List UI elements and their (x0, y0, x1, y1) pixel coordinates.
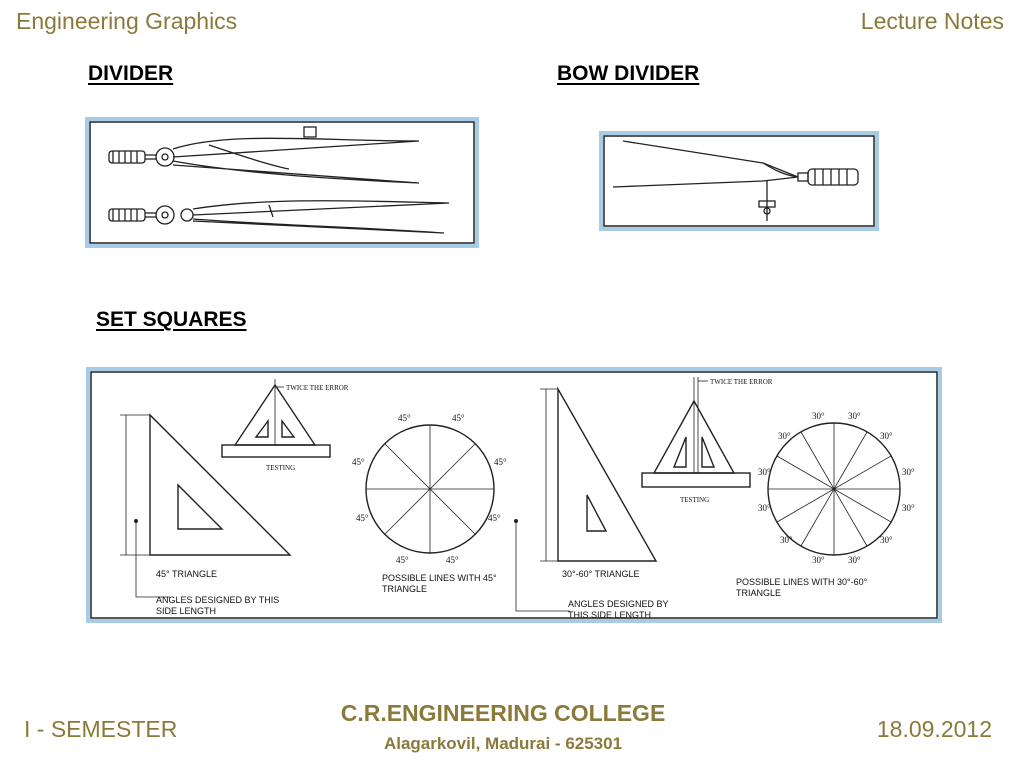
triangle-45-shape (149, 413, 292, 556)
testing-label-2: TESTING (680, 496, 709, 504)
angle-label: 30° (778, 431, 791, 441)
set-squares-heading: SET SQUARES (96, 308, 247, 331)
angles-designed-label-2b: THIS SIDE LENGTH (568, 610, 651, 619)
angle-label: 30° (880, 431, 893, 441)
angle-label: 30° (780, 535, 793, 545)
divider-image (85, 117, 479, 248)
angle-label: 30° (812, 555, 825, 565)
angle-label: 45° (352, 457, 365, 467)
possible-30-label-b: TRIANGLE (736, 588, 781, 598)
footer-college-address: Alagarkovil, Madurai - 625301 (383, 734, 623, 753)
divider-heading: DIVIDER (88, 62, 174, 85)
twice-error-label-2: TWICE THE ERROR (710, 378, 773, 386)
header-lecture-notes: Lecture Notes (860, 8, 1004, 34)
angle-label: 45° (398, 413, 411, 423)
angle-label: 45° (356, 513, 369, 523)
possible-45-label-b: TRIANGLE (382, 584, 427, 594)
angle-label: 30° (812, 411, 825, 421)
angle-label: 45° (396, 555, 409, 565)
angle-label: 30° (880, 535, 893, 545)
bow-divider-heading: BOW DIVIDER (557, 62, 700, 85)
angle-label: 30° (848, 555, 861, 565)
angle-label: 30° (848, 411, 861, 421)
triangle-45-label: 45° TRIANGLE (156, 569, 217, 579)
divider-drawing (89, 121, 475, 244)
angle-label: 30° (758, 467, 771, 477)
triangle-30-60-cutout (586, 494, 608, 532)
triangle-30-60-label: 30°-60° TRIANGLE (562, 569, 640, 579)
possible-30-label-a: POSSIBLE LINES WITH 30°-60° (736, 577, 868, 587)
angle-label: 45° (494, 457, 507, 467)
bow-divider-image (599, 131, 879, 231)
triangle-30-60-shape (557, 386, 658, 562)
angle-label: 30° (758, 503, 771, 513)
angles-designed-label-2a: ANGLES DESIGNED BY (568, 599, 669, 609)
angle-label: 45° (452, 413, 465, 423)
bow-divider-drawing (603, 135, 875, 227)
possible-45-label-a: POSSIBLE LINES WITH 45° (382, 573, 497, 583)
testing-label-1: TESTING (266, 464, 295, 472)
footer-college-name: C.R.ENGINEERING COLLEGE (340, 700, 666, 726)
set-squares-image: TWICE THE ERROR TESTING 45° TRIANGLE ANG… (86, 367, 942, 623)
angle-label: 45° (488, 513, 501, 523)
twice-error-label-1: TWICE THE ERROR (286, 384, 349, 392)
footer-semester: I - SEMESTER (24, 716, 178, 742)
header-subject: Engineering Graphics (16, 8, 238, 34)
angle-label: 30° (902, 503, 915, 513)
footer-date: 18.09.2012 (876, 716, 992, 742)
set-squares-drawing: TWICE THE ERROR TESTING 45° TRIANGLE ANG… (90, 371, 938, 619)
angle-label: 30° (902, 467, 915, 477)
angles-designed-label-1b: SIDE LENGTH (156, 606, 216, 616)
angles-designed-label-1a: ANGLES DESIGNED BY THIS (156, 595, 279, 605)
triangle-45-cutout (177, 483, 224, 530)
angle-label: 45° (446, 555, 459, 565)
